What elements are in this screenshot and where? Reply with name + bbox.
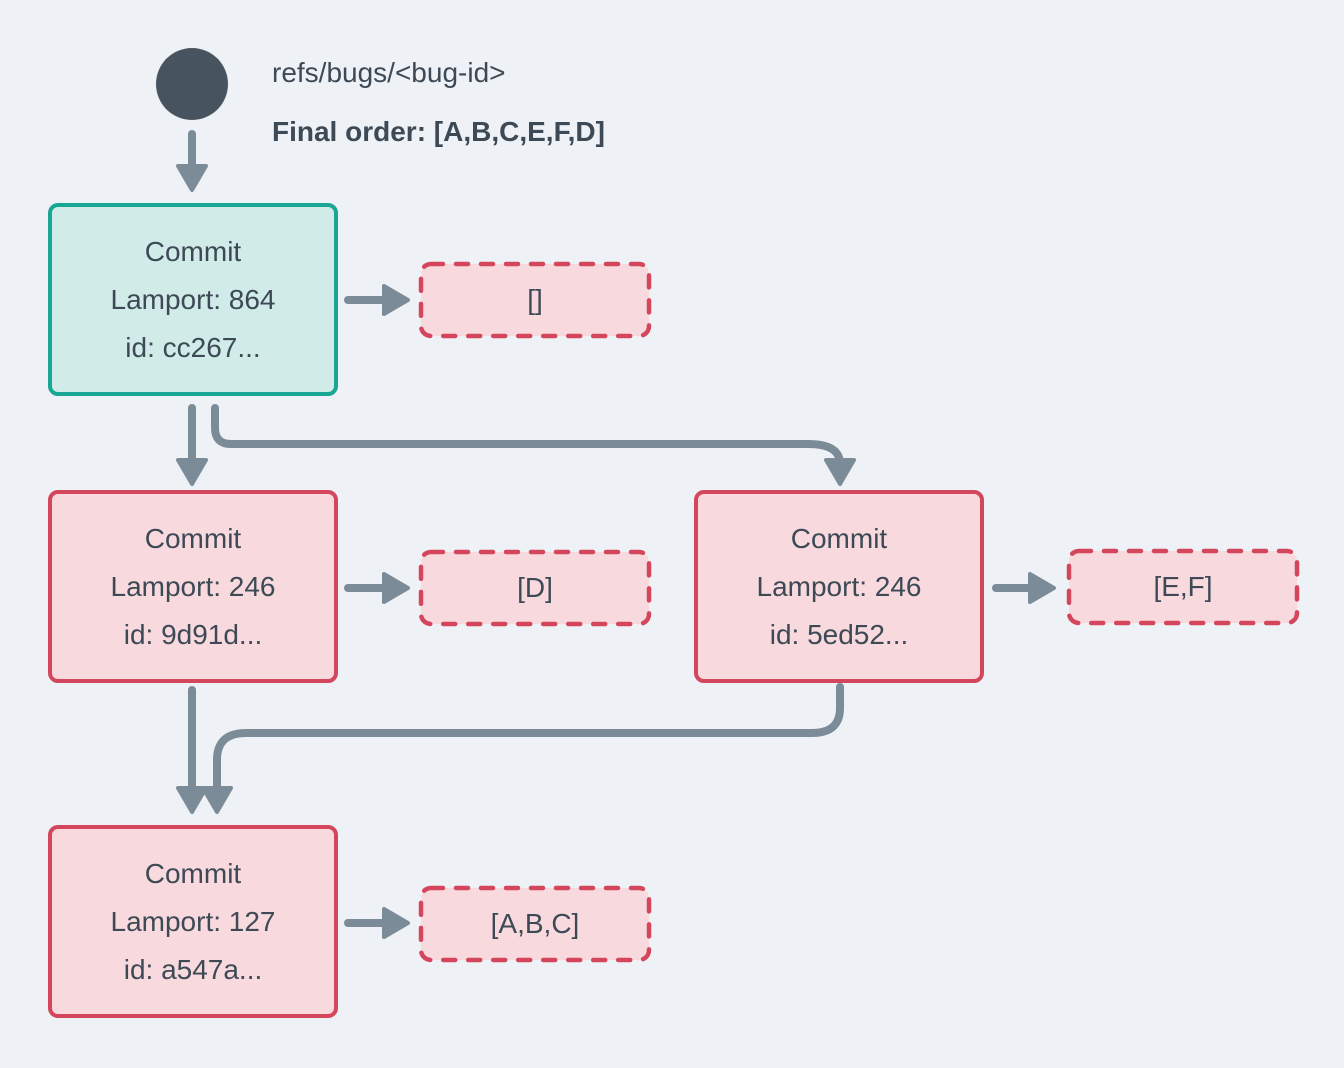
arrowhead-right-to-bottom <box>201 786 233 814</box>
commit-lamport: Lamport: 864 <box>110 283 276 315</box>
arrowhead-root-to-ops <box>382 284 410 316</box>
commit-lamport: Lamport: 246 <box>110 570 276 602</box>
commit-node-root: Commit Lamport: 864 id: cc267... <box>48 203 338 396</box>
commit-node-left: Commit Lamport: 246 id: 9d91d... <box>48 490 338 683</box>
arrowhead-ref-to-root <box>176 164 208 192</box>
ref-head-circle <box>156 48 228 120</box>
commit-lamport: Lamport: 127 <box>110 905 276 937</box>
commit-node-bottom: Commit Lamport: 127 id: a547a... <box>48 825 338 1018</box>
commit-id: id: 9d91d... <box>123 618 263 650</box>
arrowhead-bottom-to-ops <box>382 907 410 939</box>
arrowhead-left-to-ops <box>382 572 410 604</box>
arrowhead-root-to-right <box>824 458 856 486</box>
ops-box-bottom: [A,B,C] <box>490 908 580 939</box>
commit-title: Commit <box>144 857 242 889</box>
commit-lamport: Lamport: 246 <box>756 570 922 602</box>
arrowhead-left-to-bottom <box>176 786 208 814</box>
final-order-label: Final order: [A,B,C,E,F,D] <box>272 116 605 147</box>
ref-label: refs/bugs/<bug-id> <box>272 57 506 88</box>
ops-box-right: [E,F] <box>1153 571 1213 602</box>
arrowhead-right-to-ops <box>1028 572 1056 604</box>
commit-id: id: cc267... <box>125 331 261 363</box>
edge-right-to-bottom <box>213 683 844 796</box>
ops-box-root-rect <box>418 261 652 339</box>
commit-title: Commit <box>144 235 242 267</box>
ops-box-left-rect <box>418 549 652 627</box>
ops-box-right-rect <box>1066 548 1300 626</box>
commit-id: id: 5ed52... <box>769 618 909 650</box>
commit-node-right: Commit Lamport: 246 id: 5ed52... <box>694 490 984 683</box>
edge-root-to-right <box>211 404 844 468</box>
arrowhead-root-to-left <box>176 458 208 486</box>
ops-box-bottom-rect <box>418 885 652 963</box>
commit-title: Commit <box>144 522 242 554</box>
commit-title: Commit <box>790 522 888 554</box>
ops-box-root: [] <box>527 284 543 315</box>
ops-box-left: [D] <box>517 572 553 603</box>
commit-id: id: a547a... <box>123 953 263 985</box>
